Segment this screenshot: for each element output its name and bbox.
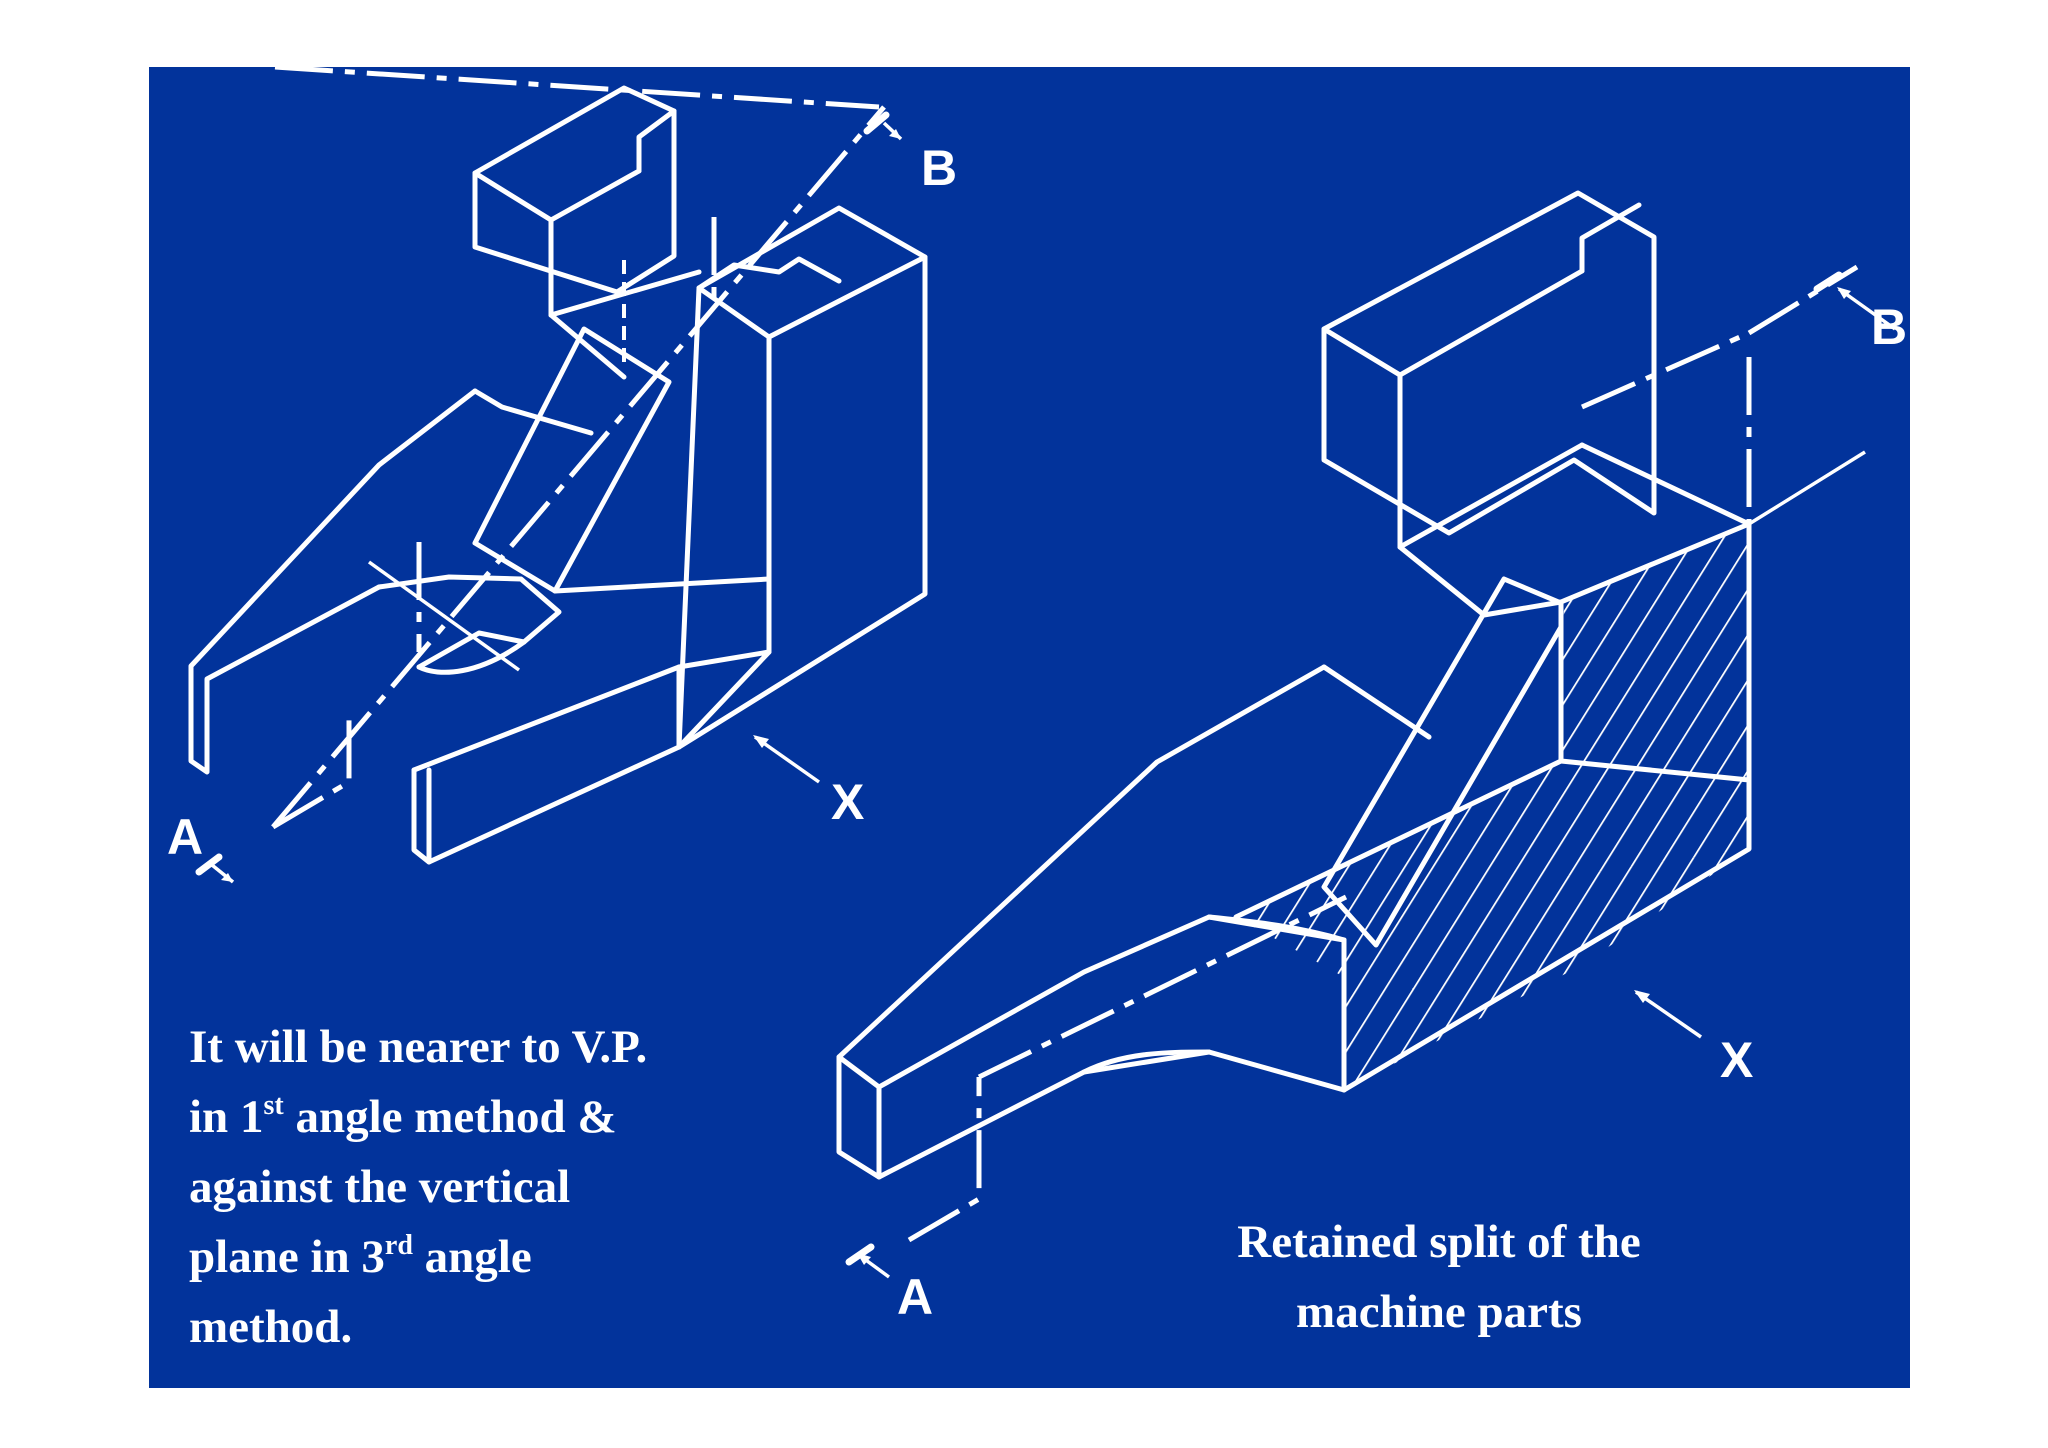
note-line-1: It will be nearer to V.P. (189, 1021, 648, 1073)
right-label-a: A (897, 1269, 933, 1325)
full-part-isometric: A B X (167, 67, 957, 884)
figure-caption: Retained split of the machine parts (1159, 1207, 1719, 1347)
left-label-x: X (831, 774, 864, 830)
caption-line-2: machine parts (1296, 1286, 1582, 1338)
note-line-5: method. (189, 1301, 353, 1353)
right-label-b: B (1871, 299, 1907, 355)
note-line-3: against the vertical (189, 1161, 571, 1213)
right-label-x: X (1720, 1032, 1753, 1088)
note-line-2: in 1st angle method & (189, 1090, 617, 1143)
split-part-isometric: A B X (836, 190, 1907, 1325)
left-label-a: A (167, 809, 203, 865)
note-line-4: plane in 3rd angle (189, 1230, 532, 1283)
hatched-section-base (1236, 761, 1749, 1090)
technical-drawing: A B X (167, 67, 1907, 1325)
angle-method-note: It will be nearer to V.P. in 1st angle m… (189, 1012, 779, 1362)
left-label-b: B (921, 140, 957, 196)
slide-panel: A B X (149, 67, 1910, 1388)
hatched-section-face (1561, 524, 1749, 877)
caption-line-1: Retained split of the (1237, 1216, 1641, 1268)
